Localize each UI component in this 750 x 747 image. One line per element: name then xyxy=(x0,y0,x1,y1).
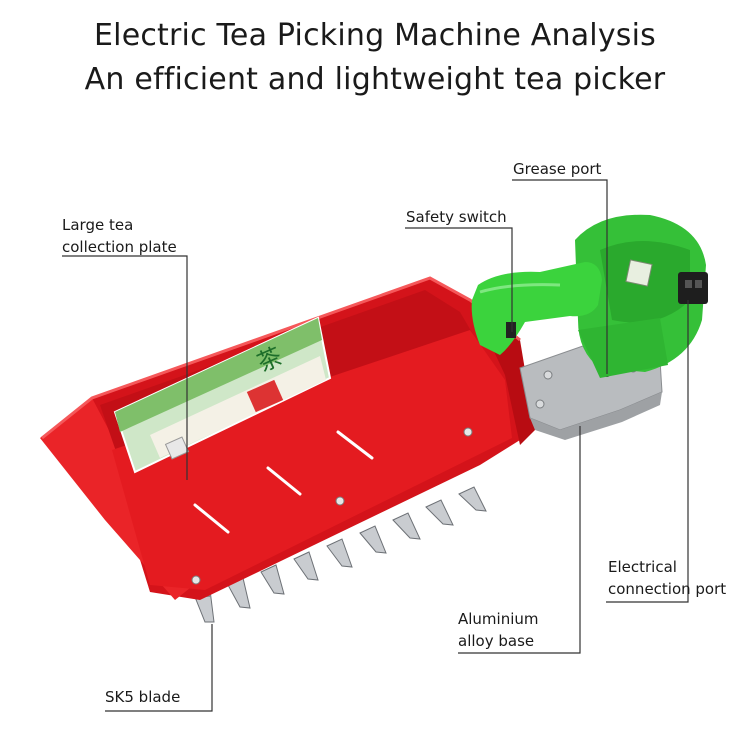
page-title: Electric Tea Picking Machine Analysis xyxy=(94,18,656,53)
page-subtitle: An efficient and lightweight tea picker xyxy=(84,62,666,97)
sk5-blade-label: SK5 blade xyxy=(105,688,181,706)
motor-housing xyxy=(471,214,706,378)
safety-switch-label: Safety switch xyxy=(406,208,507,226)
grease-port-label: Grease port xyxy=(513,160,602,178)
aluminium-base-label-line1: Aluminium xyxy=(458,610,539,628)
collection-plate-label: Large tea collection plate xyxy=(62,214,177,258)
collection-plate-label-line2: collection plate xyxy=(62,238,177,256)
aluminium-base-label: Aluminium alloy base xyxy=(458,608,539,652)
product-sticker: 茶 xyxy=(113,316,332,474)
electrical-port-label-line1: Electrical xyxy=(608,558,677,576)
electrical-port-label: Electrical connection port xyxy=(608,556,726,600)
callout-lines xyxy=(62,179,689,712)
sk5-blade-teeth xyxy=(194,486,487,623)
safety-switch-icon xyxy=(506,322,516,338)
electrical-port-label-line2: connection port xyxy=(608,580,727,598)
tea-collection-plate xyxy=(40,276,535,600)
collection-plate-label-line1: Large tea xyxy=(62,216,134,234)
electrical-connection-port xyxy=(678,272,708,304)
aluminium-base-label-line2: alloy base xyxy=(458,632,535,650)
